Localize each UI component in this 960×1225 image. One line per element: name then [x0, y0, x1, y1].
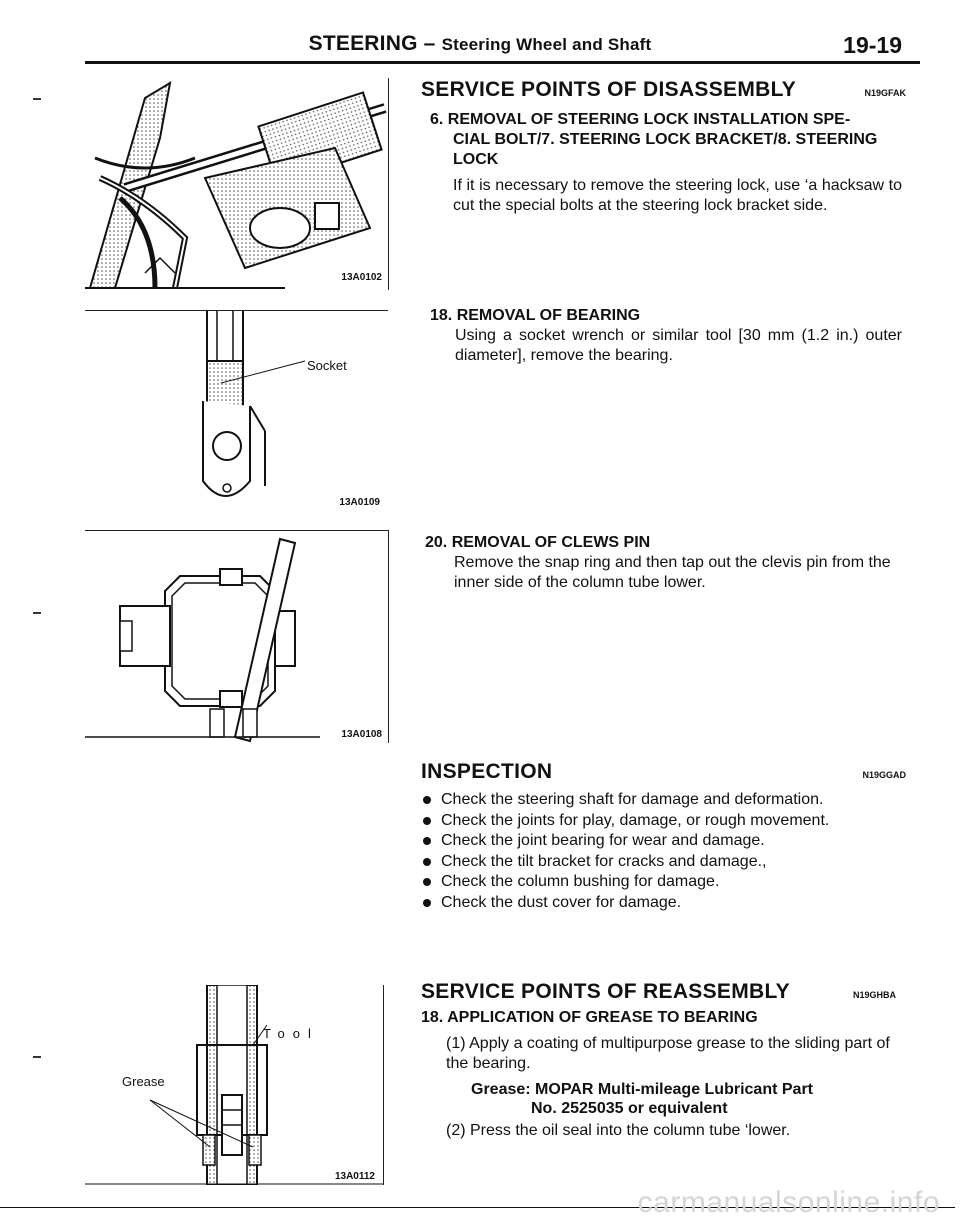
disassembly-code: N19GFAK	[864, 88, 906, 98]
reassembly-title: SERVICE POINTS OF REASSEMBLY	[421, 980, 790, 1003]
reassembly-section: SERVICE POINTS OF REASSEMBLY N19GHBA	[421, 980, 896, 1004]
step-18-sub2: (2) Press the oil seal into the column t…	[446, 1122, 791, 1139]
reassembly-code: N19GHBA	[852, 990, 896, 1000]
section-subtitle: Steering Wheel and Shaft	[441, 35, 652, 54]
margin-mark	[33, 98, 41, 100]
disassembly-section: SERVICE POINTS OF DISASSEMBLY N19GFAK	[421, 78, 906, 102]
inspection-item: Check the joints for play, damage, or ro…	[421, 811, 906, 832]
chapter-title: STEERING	[308, 32, 418, 55]
inspection-title: INSPECTION	[421, 760, 553, 783]
steering-lock-illustration	[85, 81, 387, 289]
tool-label: Tool	[263, 1026, 319, 1041]
inspection-list: Check the steering shaft for damage and …	[421, 790, 906, 913]
inspection-item: Check the steering shaft for damage and …	[421, 790, 906, 811]
socket-illustration	[202, 311, 306, 497]
step-6-title-line2: CIAL BOLT/7. STEERING LOCK BRACKET/8. ST…	[453, 131, 878, 148]
figure-socket: Socket 13A0109	[85, 310, 388, 511]
inspection-code: N19GGAD	[862, 770, 906, 780]
margin-mark	[33, 1056, 41, 1058]
figure-code: 13A0108	[341, 729, 382, 740]
step-20-removal: 20. REMOVAL OF CLEWS PIN Remove the snap…	[425, 533, 902, 593]
watermark: carmanualsonline.info	[637, 1186, 940, 1219]
inspection-item: Check the tilt bracket for cracks and da…	[421, 852, 906, 873]
page-header: STEERING – Steering Wheel and Shaft	[0, 32, 960, 56]
header-rule	[85, 61, 920, 64]
figure-clevis-pin: 13A0108	[85, 530, 389, 743]
step-6: 6. REMOVAL OF STEERING LOCK INSTALLATION…	[430, 110, 902, 216]
figure-steering-lock: 13A0102	[85, 78, 389, 290]
grease-spec-line2: No. 2525035 or equivalent	[531, 1100, 728, 1117]
figure-code: 13A0112	[334, 1171, 375, 1182]
socket-label: Socket	[307, 358, 347, 373]
figure-grease-tool: Tool Grease 13A0112	[85, 985, 384, 1185]
inspection-section: INSPECTION N19GGAD Check the steering sh…	[421, 760, 906, 913]
figure-code: 13A0109	[339, 497, 380, 508]
figure-code: 13A0102	[341, 272, 382, 283]
grease-label: Grease	[122, 1074, 165, 1089]
step-6-title-line3: LOCK	[453, 151, 499, 168]
step-18-title: 18. REMOVAL OF BEARING	[430, 307, 641, 324]
inspection-item: Check the dust cover for damage.	[421, 893, 906, 914]
clevis-pin-illustration	[85, 537, 320, 743]
page-number: 19-19	[843, 32, 902, 58]
step-18-sub1: (1) Apply a coating of multipurpose grea…	[446, 1035, 890, 1072]
header-separator: –	[417, 32, 442, 55]
step-6-text: If it is necessary to remove the steerin…	[453, 177, 902, 214]
step-18-grease-title: 18. APPLICATION OF GREASE TO BEARING	[421, 1009, 758, 1026]
step-6-title-line1: 6. REMOVAL OF STEERING LOCK INSTALLATION…	[430, 111, 851, 128]
inspection-item: Check the column bushing for damage.	[421, 872, 906, 893]
inspection-item: Check the joint bearing for wear and dam…	[421, 831, 906, 852]
disassembly-title: SERVICE POINTS OF DISASSEMBLY	[421, 78, 797, 101]
step-20-title: 20. REMOVAL OF CLEWS PIN	[425, 534, 651, 551]
step-18-text: Using a socket wrench or similar tool [3…	[455, 327, 902, 364]
margin-mark	[33, 612, 41, 614]
footer-rule	[0, 1207, 955, 1208]
grease-spec-line1: Grease: MOPAR Multi-mileage Lubricant Pa…	[471, 1081, 813, 1098]
step-18-removal: 18. REMOVAL OF BEARING Using a socket wr…	[430, 306, 902, 366]
step-18-grease: 18. APPLICATION OF GREASE TO BEARING (1)…	[421, 1008, 906, 1141]
step-20-text: Remove the snap ring and then tap out th…	[454, 554, 891, 591]
grease-tool-illustration	[85, 985, 383, 1185]
